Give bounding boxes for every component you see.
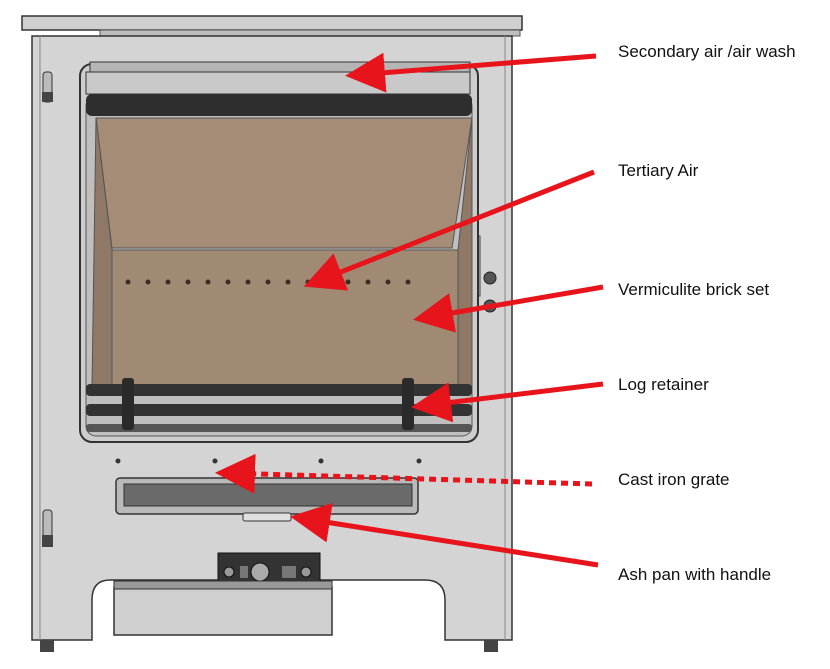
label-secondary-air: Secondary air /air wash	[618, 42, 796, 61]
ash-pan-handle	[242, 512, 292, 522]
air-wash-channel	[85, 71, 471, 95]
label-log-retainer: Log retainer	[618, 375, 709, 394]
arrow-vermiculite	[413, 284, 604, 333]
label-cast-iron-grate: Cast iron grate	[618, 470, 730, 489]
base-vents	[113, 580, 333, 590]
door-hinge-upper-icon	[42, 71, 53, 103]
arrow-tertiary-air	[303, 169, 595, 291]
vermiculite-back-brick	[111, 249, 459, 387]
door-hinge-lower-icon	[42, 509, 53, 547]
arrow-grate	[215, 453, 593, 494]
label-ash-pan: Ash pan with handle	[618, 565, 772, 584]
stove-foot-right	[484, 640, 498, 652]
cast-iron-grate	[123, 483, 413, 507]
stove-top-vents	[99, 29, 521, 37]
arrow-ash-pan	[290, 502, 599, 568]
base-plinth	[113, 586, 333, 636]
label-vermiculite-brick-set: Vermiculite brick set	[618, 280, 770, 299]
arrow-log-retainer	[411, 381, 604, 423]
stove-top-plate	[21, 15, 523, 31]
stove-foot-left	[40, 640, 54, 652]
tertiary-air-holes	[125, 279, 411, 285]
label-tertiary-air: Tertiary Air	[618, 161, 699, 180]
arrow-secondary-air	[345, 52, 597, 93]
log-retainer	[86, 378, 472, 432]
baffle-brick	[95, 117, 473, 249]
baffle-plate	[86, 94, 472, 116]
